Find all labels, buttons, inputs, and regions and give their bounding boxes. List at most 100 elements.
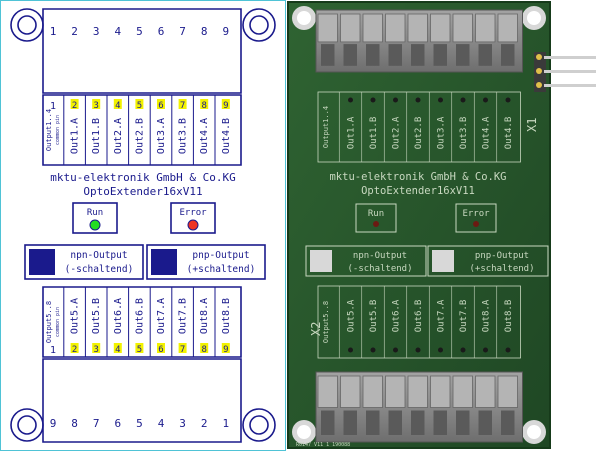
terminal-slot bbox=[388, 44, 402, 66]
pcb-label-frame bbox=[317, 285, 521, 359]
terminal-lever[interactable] bbox=[497, 375, 518, 408]
terminal-lever[interactable] bbox=[407, 375, 428, 408]
bottom-pin-number: 2 bbox=[201, 417, 208, 430]
terminal-slot bbox=[501, 44, 515, 66]
output-label: Out2.A bbox=[113, 118, 124, 154]
top-pin-number: 9 bbox=[222, 25, 229, 38]
output-pin-number: 2 bbox=[72, 345, 77, 355]
common-pin-sublabel: common pin bbox=[55, 115, 61, 145]
pcb-npn-title: npn-Output bbox=[353, 251, 407, 261]
terminal-slot bbox=[433, 44, 447, 66]
terminal-lever[interactable] bbox=[362, 375, 383, 408]
terminal-slot bbox=[501, 410, 515, 435]
output-pin-number: 5 bbox=[137, 101, 142, 111]
pcb-output-label: Out4.A bbox=[482, 116, 492, 149]
output-label: Out8.A bbox=[199, 298, 210, 334]
terminal-lever[interactable] bbox=[362, 13, 383, 43]
terminal-lever[interactable] bbox=[340, 375, 361, 408]
npn-subtitle: (-schaltend) bbox=[65, 264, 134, 275]
pcb-output-label: Out8.A bbox=[482, 299, 492, 332]
pcb-output-label: Out3.A bbox=[437, 116, 447, 149]
output-label: Out7.A bbox=[156, 298, 167, 334]
bottom-pin-number: 9 bbox=[50, 417, 57, 430]
bottom-pin-number: 6 bbox=[114, 417, 121, 430]
top-pin-number: 5 bbox=[136, 25, 143, 38]
bottom-pin-number: 3 bbox=[179, 417, 186, 430]
pcb-output-label: Out1.A bbox=[347, 116, 357, 149]
pcb-output-label: Out8.B bbox=[504, 300, 514, 333]
pcb-npn-subtitle: (-schaltend) bbox=[347, 264, 412, 274]
pcb-via bbox=[505, 347, 511, 353]
run-led-label: Run bbox=[87, 208, 103, 218]
output-label: Out4.A bbox=[199, 118, 210, 154]
bottom-pin-number: 8 bbox=[71, 417, 78, 430]
bottom-pin-number: 1 bbox=[222, 417, 229, 430]
terminal-lever[interactable] bbox=[407, 13, 428, 43]
bottom-pin-number: 5 bbox=[136, 417, 143, 430]
output-label: Out2.B bbox=[134, 118, 145, 154]
output-label: Out6.A bbox=[113, 298, 124, 334]
terminal-lever[interactable] bbox=[475, 375, 496, 408]
npn-mode-box: npn-Output (-schaltend) bbox=[24, 244, 144, 280]
terminal-slot bbox=[456, 44, 470, 66]
pcb-via bbox=[438, 347, 443, 353]
pcb-via bbox=[483, 97, 488, 103]
output-pin-number: 4 bbox=[115, 345, 120, 355]
terminal-slot bbox=[366, 44, 380, 66]
top-pin-number: 3 bbox=[93, 25, 100, 38]
pcb-hole-br bbox=[522, 420, 546, 444]
terminal-slot bbox=[343, 44, 357, 66]
pcb-via bbox=[370, 97, 376, 103]
terminal-slot bbox=[433, 410, 447, 435]
mounting-hole-tr bbox=[242, 8, 276, 42]
terminal-lever[interactable] bbox=[340, 13, 361, 43]
terminal-lever[interactable] bbox=[430, 13, 451, 43]
output-pin-number: 3 bbox=[93, 101, 98, 111]
top-pin-number: 6 bbox=[158, 25, 165, 38]
yellow-pad bbox=[157, 99, 165, 109]
yellow-pad bbox=[200, 343, 209, 353]
output-label: Out3.B bbox=[178, 118, 189, 154]
pcb-via bbox=[415, 347, 421, 353]
terminal-lever[interactable] bbox=[430, 375, 451, 408]
yellow-pad bbox=[178, 99, 187, 109]
terminal-lever[interactable] bbox=[475, 13, 496, 43]
common-pin-sublabel: common pin bbox=[55, 307, 61, 337]
terminal-lever[interactable] bbox=[497, 13, 518, 43]
output-label: Out1.B bbox=[91, 118, 102, 154]
yellow-pad bbox=[92, 99, 101, 109]
pcb-output-label: Out7.A bbox=[437, 299, 447, 332]
pcb-output-label: Out6.A bbox=[392, 299, 402, 332]
terminal-lever[interactable] bbox=[452, 375, 473, 408]
yellow-pad bbox=[113, 99, 122, 109]
terminal-slot bbox=[366, 410, 380, 435]
pcb-output-label: Out7.B bbox=[459, 300, 469, 333]
pcb-npn-box: npn-Output (-schaltend) bbox=[305, 245, 427, 277]
company-name: mktu-elektronik GmbH & Co.KG bbox=[50, 171, 235, 184]
pcb-via bbox=[505, 97, 511, 103]
terminal-lever[interactable] bbox=[385, 13, 406, 43]
product-name: OptoExtender16xV11 bbox=[83, 185, 202, 198]
terminal-lever[interactable] bbox=[317, 13, 338, 43]
pcb-output-label: Out1.B bbox=[369, 117, 379, 150]
yellow-pad bbox=[221, 343, 230, 353]
pcb-hole-bl bbox=[292, 420, 316, 444]
terminal-lever[interactable] bbox=[385, 375, 406, 408]
yellow-pad bbox=[135, 99, 144, 109]
yellow-pad bbox=[221, 99, 230, 109]
output-pin-number: 7 bbox=[180, 345, 185, 355]
yellow-pad bbox=[157, 343, 165, 353]
bottom-connector-body bbox=[42, 358, 242, 443]
output-label: Out3.A bbox=[156, 118, 167, 154]
pcb-company: mktu-elektronik GmbH & Co.KG bbox=[329, 171, 506, 183]
terminal-slot bbox=[343, 410, 357, 435]
yellow-pad bbox=[178, 343, 187, 353]
bottom-label-block bbox=[42, 286, 242, 358]
terminal-lever[interactable] bbox=[452, 13, 473, 43]
terminal-lever[interactable] bbox=[317, 375, 338, 408]
output-pin-number: 4 bbox=[115, 101, 120, 111]
bottom-pin-number: 4 bbox=[158, 417, 165, 430]
